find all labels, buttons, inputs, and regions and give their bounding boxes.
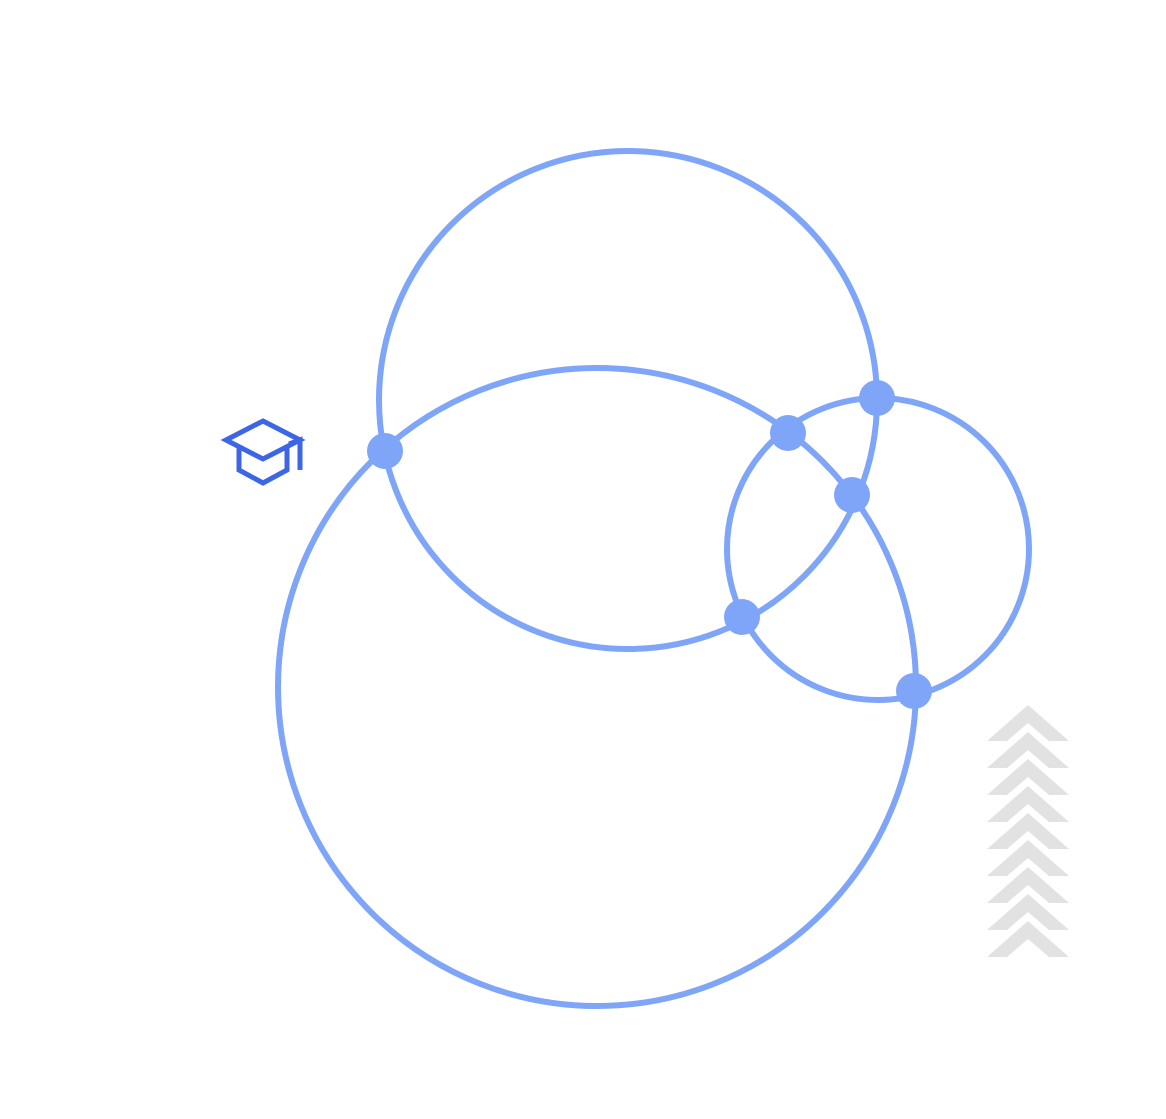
node-center-upper [770,415,806,451]
circle-right [724,395,1032,703]
node-center-lower [724,599,760,635]
chevron-mark [987,813,1069,849]
chevron-mark [987,732,1069,768]
node-left [367,433,403,469]
circles-group [275,148,1032,1009]
node-center-right [834,477,870,513]
intersection-nodes [367,380,932,709]
node-top-right [859,380,895,416]
chevron-mark [987,867,1069,903]
chevron-mark [987,894,1069,930]
chevron-mark [987,705,1069,741]
chevron-mark [987,786,1069,822]
chevron-stack-icon [987,705,1069,957]
chevron-mark [987,921,1069,957]
node-bottom-right [896,673,932,709]
chevron-mark [987,840,1069,876]
graduation-cap-icon [220,418,306,486]
chevron-mark [987,759,1069,795]
